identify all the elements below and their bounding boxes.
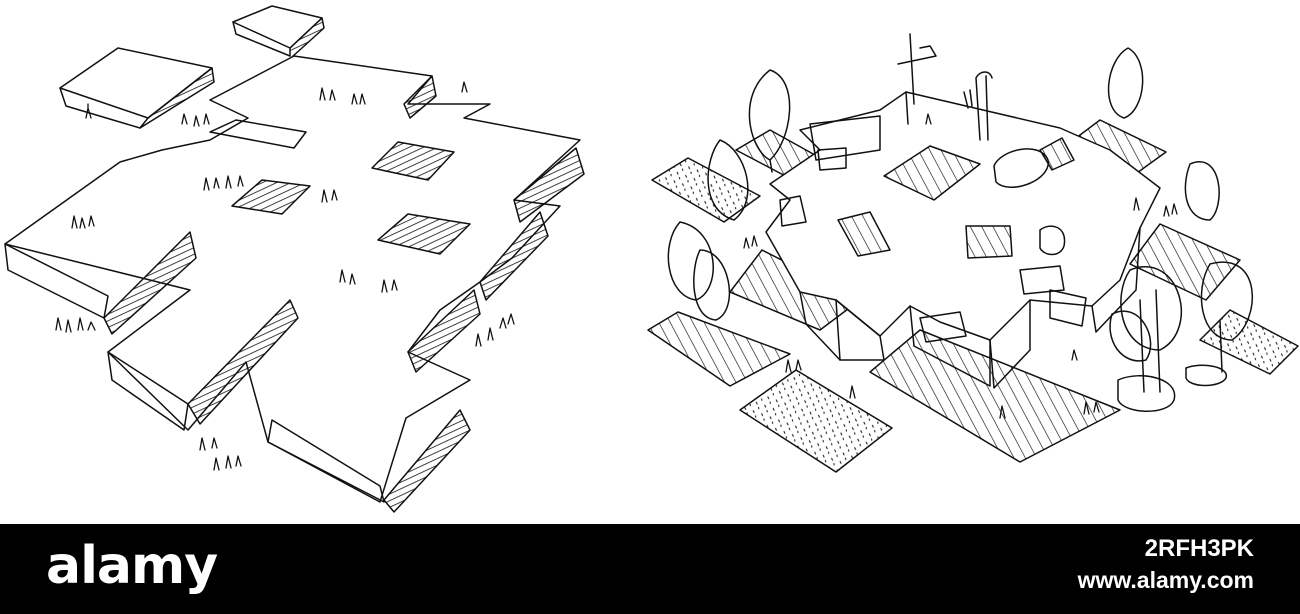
dotted-lawn-3 bbox=[1199, 309, 1299, 375]
main-roof bbox=[4, 55, 585, 513]
right-sketch bbox=[647, 33, 1299, 473]
dotted-lawn-1 bbox=[651, 157, 761, 223]
small-block-top bbox=[232, 5, 325, 58]
watermark-footer: alamy 2RFH3PK www.alamy.com bbox=[0, 524, 1300, 614]
striped-paving-1 bbox=[647, 311, 791, 387]
people-left bbox=[55, 81, 515, 471]
image-meta: 2RFH3PK www.alamy.com bbox=[1078, 534, 1254, 596]
striped-paving-2 bbox=[869, 329, 1121, 463]
site-url-link[interactable]: www.alamy.com bbox=[1077, 567, 1254, 593]
sketch-area bbox=[4, 5, 1299, 513]
trees-right bbox=[667, 47, 1253, 412]
striped-paving-4 bbox=[1129, 223, 1241, 301]
people-right bbox=[743, 113, 1178, 419]
left-block bbox=[59, 47, 215, 129]
dotted-lawn-2 bbox=[739, 369, 893, 473]
image-id: 2RFH3PK bbox=[1144, 535, 1254, 562]
alamy-logo[interactable]: alamy bbox=[46, 536, 218, 596]
left-sketch bbox=[4, 5, 585, 513]
